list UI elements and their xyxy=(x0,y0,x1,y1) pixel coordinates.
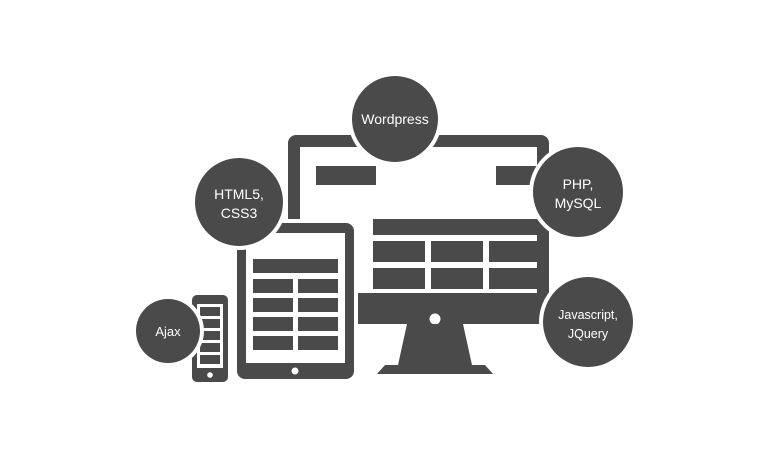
phone-content-row xyxy=(200,343,220,352)
bubble-mysql-label: MySQL xyxy=(555,195,602,211)
bubble-wordpress-circle xyxy=(352,76,438,162)
tablet-grid-cell xyxy=(298,317,338,331)
bubble-wordpress[interactable]: Wordpress xyxy=(348,72,442,166)
bubble-html5-css3-circle xyxy=(195,158,283,246)
monitor-stand-base xyxy=(377,365,493,374)
bubble-html5-css3[interactable]: HTML5, CSS3 xyxy=(191,154,287,250)
screen-grid-cell xyxy=(431,241,483,262)
screen-grid-cell xyxy=(431,268,483,289)
tablet-grid-cell xyxy=(298,279,338,293)
bubble-ajax[interactable]: Ajax xyxy=(132,295,204,367)
phone-content-row xyxy=(200,319,220,328)
bubble-php-label: PHP, xyxy=(563,176,594,192)
screen-banner-bar xyxy=(373,219,537,235)
phone-content-row xyxy=(200,331,220,340)
tablet-grid-cell xyxy=(253,279,293,293)
phone-content-row xyxy=(200,307,220,316)
bubble-php-mysql-circle xyxy=(533,147,623,237)
bubble-javascript-jquery-circle xyxy=(543,277,633,367)
bubble-html5-label: HTML5, xyxy=(214,186,264,202)
tablet-grid-cell xyxy=(298,336,338,350)
tablet-content-bar xyxy=(253,259,338,273)
tablet-grid-cell xyxy=(253,336,293,350)
bubble-wordpress-label: Wordpress xyxy=(361,111,428,127)
screen-block-top-left xyxy=(316,166,376,185)
phone-content-row xyxy=(200,355,220,364)
bubble-ajax-circle xyxy=(136,299,200,363)
bubble-jquery-label: JQuery xyxy=(568,327,609,341)
screen-grid-cell xyxy=(373,241,425,262)
bubble-css3-label: CSS3 xyxy=(221,205,258,221)
monitor-power-dot xyxy=(429,313,441,325)
tablet-grid-cell xyxy=(298,298,338,312)
tablet-grid-cell xyxy=(253,298,293,312)
monitor-stand-neck xyxy=(398,324,472,365)
bubble-php-mysql[interactable]: PHP, MySQL xyxy=(529,143,627,241)
screen-grid-cell xyxy=(489,241,541,262)
tablet-home-button xyxy=(291,367,299,375)
bubble-ajax-label: Ajax xyxy=(155,324,181,339)
screen-grid-cell xyxy=(373,268,425,289)
screen-block-top-right xyxy=(496,166,537,185)
phone-home-button xyxy=(207,372,213,378)
tablet xyxy=(233,219,358,383)
bubble-javascript-jquery[interactable]: Javascript, JQuery xyxy=(539,273,637,371)
screen-grid-cell xyxy=(489,268,541,289)
tablet-grid-cell xyxy=(253,317,293,331)
technology-bubbles: Wordpress HTML5, CSS3 PHP, MySQL Javascr xyxy=(132,72,637,371)
bubble-javascript-label: Javascript, xyxy=(558,308,618,322)
